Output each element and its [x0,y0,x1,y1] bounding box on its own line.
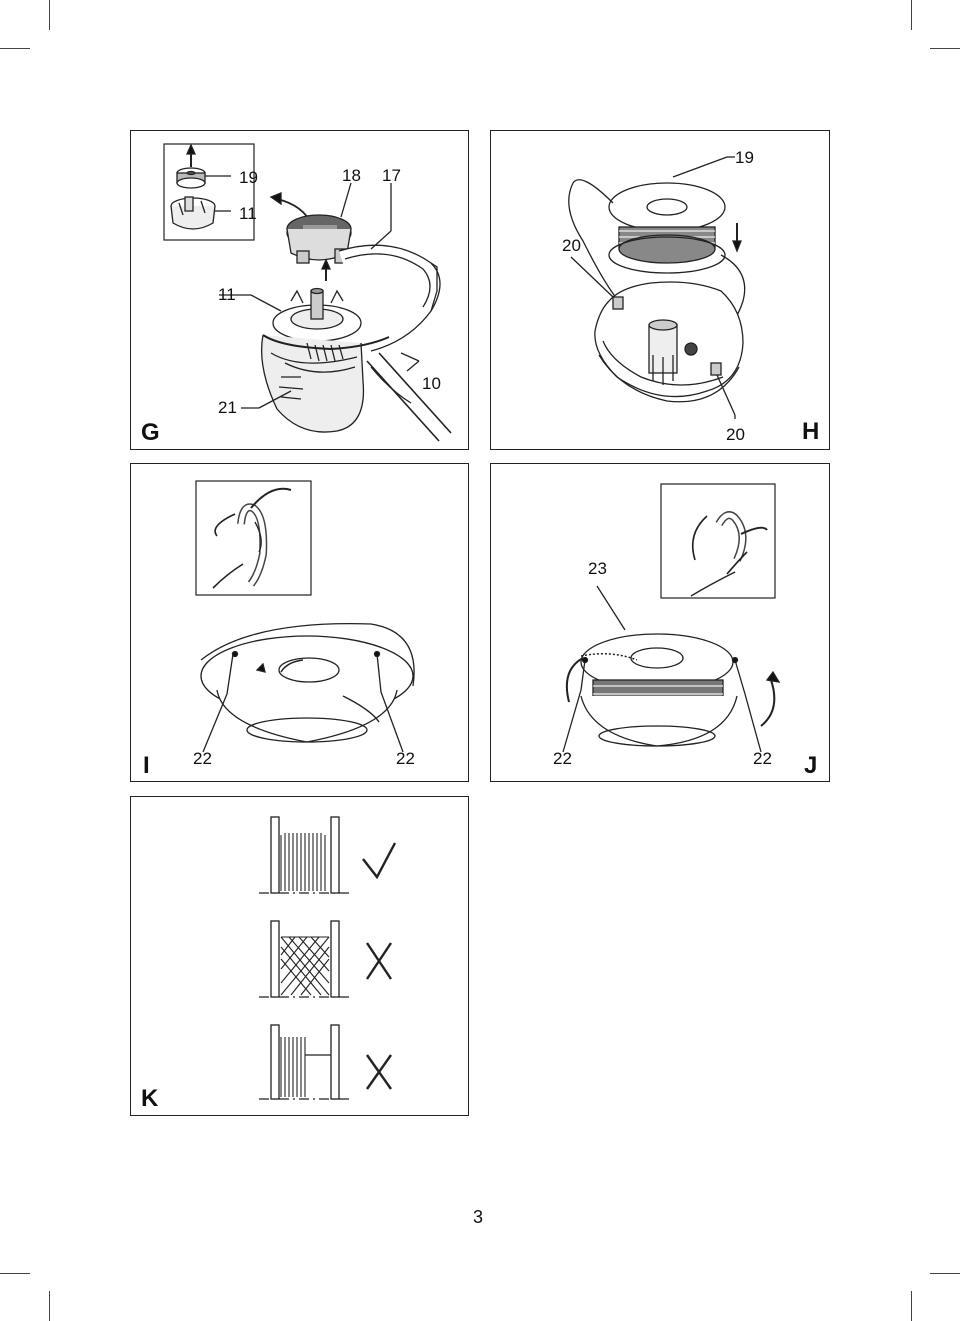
crop-mark-bottom-right-h [930,1273,960,1274]
figure-panel-k: K [130,796,469,1116]
page-number: 3 [473,1207,484,1227]
spool-correct-winding [259,816,353,894]
figure-panel-i: 22 22 I [130,463,469,782]
figure-letter: G [141,419,160,446]
figure-panel-j: 23 22 22 J [490,463,830,782]
figure-letter: J [804,752,818,779]
callout-label: 20 [562,236,581,255]
callout-label: 11 [239,204,257,223]
crop-mark-top-left-h [0,48,30,49]
callout-label: 18 [342,166,361,185]
callout-label: 22 [396,749,415,768]
cross-icon [366,1054,392,1090]
callout-label: 23 [588,559,607,578]
crop-mark-bottom-left-h [0,1273,30,1274]
trimmer-head-removal-illustration [163,143,452,442]
callout-label: 20 [726,425,745,444]
callout-label: 10 [422,374,441,393]
spool-uneven-winding [259,1024,353,1100]
callout-label: 17 [382,166,401,185]
crop-mark-bottom-right-v [911,1291,912,1321]
callout-label: 22 [753,749,772,768]
figure-panel-h: 19 20 20 H [490,130,830,450]
callout-label: 22 [193,749,212,768]
figure-panel-g: 19 11 18 17 11 21 10 G [130,130,469,450]
callout-label: 19 [239,168,258,187]
crop-mark-top-left-v [49,0,50,30]
line-threading-illustration [195,480,415,753]
spool-insertion-illustration [568,156,746,419]
winding-comparison-illustration [259,816,397,1100]
callout-label: 11 [218,285,236,304]
crop-mark-top-right-h [930,48,960,49]
figure-letter: K [141,1085,159,1112]
figure-letter: I [143,752,150,779]
spool-crossed-winding [259,920,353,998]
crop-mark-top-right-v [911,0,912,30]
callout-label: 19 [735,148,754,167]
callout-label: 21 [218,398,237,417]
crop-mark-bottom-left-v [49,1291,50,1321]
figure-letter: H [802,418,820,445]
callout-label: 22 [553,749,572,768]
cross-icon [366,942,392,980]
check-icon [362,842,397,880]
line-winding-illustration [562,483,781,753]
